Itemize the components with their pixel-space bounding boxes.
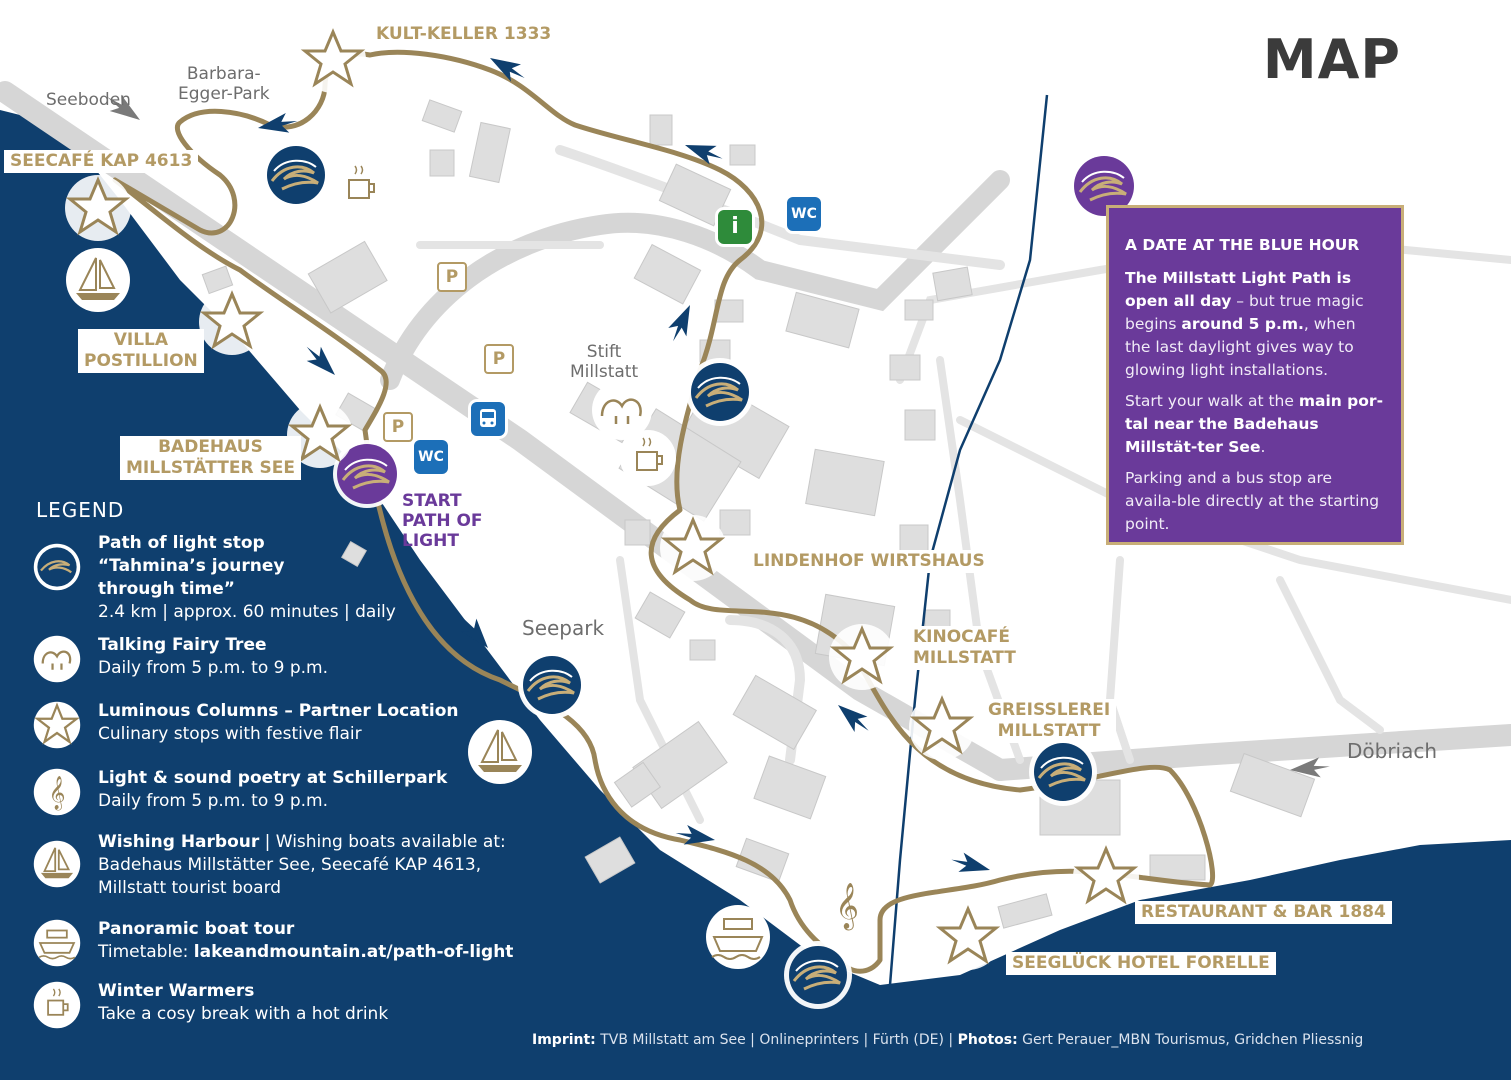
direction-arrow: [299, 339, 343, 383]
wc-badge[interactable]: WC: [414, 440, 448, 474]
place-label-seeboden: Seeboden: [46, 90, 131, 110]
legend: LEGEND Path of light stop “Tahmina’s jou…: [28, 498, 548, 1029]
star-icon[interactable]: [827, 622, 897, 692]
treble-clef-icon[interactable]: 𝄞: [815, 873, 879, 937]
info-box: A DATE AT THE BLUE HOUR The Millstatt Li…: [1106, 205, 1404, 545]
place-label-doebriach: Döbriach: [1347, 739, 1438, 763]
light-stop-icon[interactable]: [260, 139, 332, 211]
place-label-greisslerei: GREISSLEREI MILLSTATT: [982, 699, 1117, 743]
direction-arrow: [948, 849, 993, 880]
bus-stop-badge[interactable]: [471, 402, 505, 436]
place-label-seeglueck: SEEGLÜCK HOTEL FORELLE: [1006, 952, 1276, 975]
info-box-paragraph-3: Parking and a bus stop are availa-ble di…: [1125, 469, 1380, 533]
legend-title: LEGEND: [36, 498, 125, 522]
star-icon[interactable]: [298, 25, 368, 95]
page-title: MAP: [1262, 28, 1401, 91]
star-icon[interactable]: [1071, 842, 1141, 912]
fairy-tree-icon: [33, 635, 81, 683]
svg-text:𝄞: 𝄞: [835, 883, 859, 931]
info-box-heading: A DATE AT THE BLUE HOUR: [1125, 236, 1360, 254]
star-icon[interactable]: [907, 692, 977, 762]
lake-area: [0, 110, 1511, 1080]
place-label-kinocafe: KINOCAFÉ MILLSTATT: [907, 626, 1022, 670]
light-stop-icon[interactable]: [782, 939, 854, 1011]
parking-badge[interactable]: P: [437, 262, 467, 292]
place-label-barbara-egger-park: Barbara- Egger-Park: [178, 64, 270, 104]
sailboat-icon: [33, 840, 81, 888]
light-stop-icon[interactable]: [1027, 736, 1099, 808]
star-icon[interactable]: [658, 513, 728, 583]
bus-icon: [480, 409, 496, 427]
place-label-kult-keller: KULT-KELLER 1333: [376, 24, 552, 44]
treble-clef-icon: 𝄞: [33, 768, 81, 816]
place-label-restaurant-1884: RESTAURANT & BAR 1884: [1135, 901, 1392, 924]
light-path-route: [112, 49, 1216, 974]
star-icon[interactable]: [63, 173, 133, 243]
river-line: [888, 94, 1049, 986]
place-label-seepark: Seepark: [522, 616, 605, 640]
fairy-tree-icon[interactable]: [592, 380, 652, 440]
sailboat-icon[interactable]: [65, 247, 131, 313]
winter-warmer-icon[interactable]: [331, 157, 389, 215]
info-box-paragraph-1: The Millstatt Light Path is open all day…: [1125, 269, 1364, 379]
place-label-villa-postillion: VILLA POSTILLION: [78, 329, 204, 373]
boat-tour-icon[interactable]: [706, 905, 770, 969]
direction-arrow: [664, 300, 700, 346]
info-box-paragraph-2: Start your walk at the main por-tal near…: [1125, 392, 1384, 456]
parking-badge[interactable]: P: [383, 412, 413, 442]
light-stop-icon[interactable]: [516, 649, 588, 721]
star-icon[interactable]: [197, 287, 267, 357]
place-label-stift-millstatt: Stift Millstatt: [570, 342, 639, 382]
direction-arrow-seeboden: [107, 94, 140, 120]
light-stop-icon: [33, 543, 81, 591]
star-icon: [33, 701, 81, 749]
place-label-lindenhof: LINDENHOF WIRTSHAUS: [747, 550, 991, 573]
boat-tour-icon: [33, 919, 81, 967]
info-badge[interactable]: i: [718, 210, 752, 244]
winter-warmer-icon: [33, 981, 81, 1029]
place-label-seecafe: SEECAFÉ KAP 4613: [4, 150, 199, 173]
start-path-of-light-label: START PATH OF LIGHT: [402, 491, 483, 551]
light-stop-icon[interactable]: [684, 356, 756, 428]
place-label-badehaus: BADEHAUS MILLSTÄTTER SEE: [120, 436, 301, 480]
svg-text:𝄞: 𝄞: [49, 775, 66, 810]
wc-badge[interactable]: WC: [787, 197, 821, 231]
star-icon[interactable]: [933, 902, 1003, 972]
parking-badge[interactable]: P: [484, 344, 514, 374]
imprint: Imprint: TVB Millstatt am See | Onlinepr…: [532, 1032, 1364, 1048]
sailboat-icon[interactable]: [467, 719, 533, 785]
direction-arrow-doebriach: [1290, 757, 1330, 778]
